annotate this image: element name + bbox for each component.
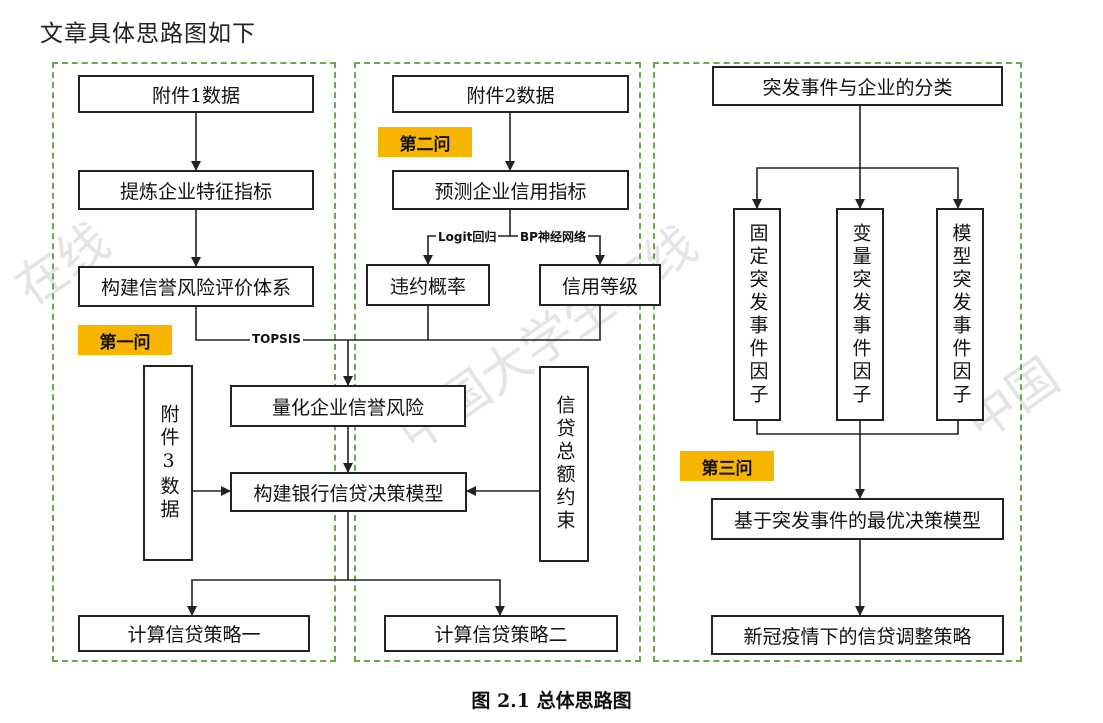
box-covid-credit-adjustment: 新冠疫情下的信贷调整策略 xyxy=(711,615,1004,655)
box-fixed-event-factor: 固定突发事件因子 xyxy=(733,208,781,421)
box-credit-level: 信用等级 xyxy=(539,264,661,306)
box-variable-event-factor: 变量突发事件因子 xyxy=(836,208,884,421)
figure-caption: 图 2.1 总体思路图 xyxy=(471,690,632,712)
box-model-event-factor: 模型突发事件因子 xyxy=(936,208,984,421)
edge-label-logit: Logit回归 xyxy=(436,228,499,245)
line-credit-level-merge xyxy=(428,306,601,341)
arrow-to-fixed xyxy=(752,167,860,209)
edge-label-bp: BP神经网络 xyxy=(518,228,588,245)
box-credit-total-constraint: 信贷总额约束 xyxy=(539,366,589,562)
box-attachment3-data: 附件3数据 xyxy=(143,365,193,561)
box-quantify-credit-risk: 量化企业信誉风险 xyxy=(230,385,466,427)
box-calc-strategy-1: 计算信贷策略一 xyxy=(78,615,310,652)
line-factors-merge xyxy=(756,421,959,435)
box-default-probability: 违约概率 xyxy=(366,264,490,306)
tag-question-2: 第二问 xyxy=(378,127,472,157)
panel-question-2 xyxy=(354,62,641,662)
arrow-to-calc1 xyxy=(187,579,348,616)
page-heading: 文章具体思路图如下 xyxy=(40,21,256,47)
box-predict-credit: 预测企业信用指标 xyxy=(392,170,629,210)
line-default-prob-merge xyxy=(348,306,429,341)
box-attachment2-data: 附件2数据 xyxy=(392,75,629,113)
tag-question-1: 第一问 xyxy=(78,325,172,355)
box-bank-decision-model: 构建银行信贷决策模型 xyxy=(230,472,467,512)
tag-question-3: 第三问 xyxy=(680,451,774,481)
box-event-enterprise-classification: 突发事件与企业的分类 xyxy=(712,66,1003,106)
arrow-to-calc2 xyxy=(348,579,505,616)
box-attachment1-data: 附件1数据 xyxy=(78,75,314,113)
box-extract-features: 提炼企业特征指标 xyxy=(78,170,314,210)
box-calc-strategy-2: 计算信贷策略二 xyxy=(384,615,618,652)
edge-label-topsis: TOPSIS xyxy=(250,332,303,346)
arrow-to-model-factor xyxy=(860,167,963,209)
box-credit-risk-system: 构建信誉风险评价体系 xyxy=(78,266,314,307)
box-optimal-decision-model: 基于突发事件的最优决策模型 xyxy=(711,498,1004,540)
panel-question-1 xyxy=(52,62,336,662)
panel-question-3 xyxy=(653,62,1022,662)
